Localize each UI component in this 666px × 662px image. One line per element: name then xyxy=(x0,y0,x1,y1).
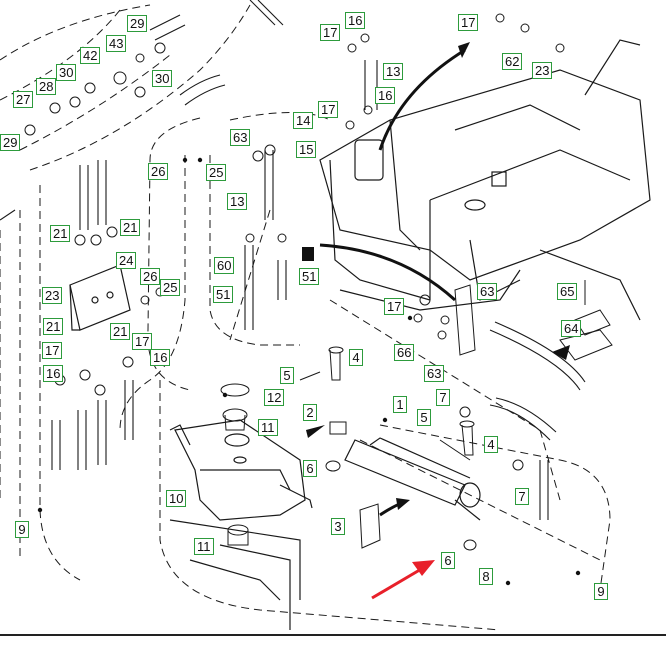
callout-label: 23 xyxy=(42,287,63,304)
callout-label: 63 xyxy=(424,365,445,382)
callout-arrows xyxy=(319,48,466,517)
callout-label: 43 xyxy=(106,35,127,52)
callout-label: 11 xyxy=(258,419,278,436)
callout-label: 17 xyxy=(458,14,479,31)
coupling-assembly xyxy=(454,280,613,361)
callout-label: 60 xyxy=(214,257,235,274)
callout-label: 21 xyxy=(50,225,71,242)
callout-label: 64 xyxy=(561,320,582,337)
callout-label: 14 xyxy=(293,112,314,129)
callout-label: 28 xyxy=(36,78,57,95)
callout-label: 2 xyxy=(303,404,317,421)
callout-label: 5 xyxy=(280,367,294,384)
callout-label: 7 xyxy=(515,488,529,505)
callout-label: 4 xyxy=(484,436,498,453)
hoses xyxy=(0,0,586,520)
callout-label: 65 xyxy=(557,283,578,300)
callout-label: 12 xyxy=(264,389,285,406)
callout-label: 6 xyxy=(441,552,455,569)
callout-label: 13 xyxy=(383,63,404,80)
callout-label: 7 xyxy=(436,389,450,406)
pins-and-bushings xyxy=(220,346,477,551)
leader-dots xyxy=(37,157,581,586)
highlight-arrow xyxy=(371,560,435,600)
callout-label: 17 xyxy=(132,333,153,350)
callout-label: 8 xyxy=(479,568,493,585)
callout-label: 25 xyxy=(206,164,227,181)
callout-label: 11 xyxy=(194,538,214,555)
callout-label: 4 xyxy=(349,349,363,366)
callout-label: 26 xyxy=(148,163,169,180)
callout-label: 17 xyxy=(384,298,405,315)
callout-label: 21 xyxy=(110,323,131,340)
callout-label: 16 xyxy=(375,87,396,104)
callout-label: 1 xyxy=(393,396,407,413)
callout-label: 21 xyxy=(43,318,64,335)
callout-label: 63 xyxy=(477,283,498,300)
hydraulic-cylinder xyxy=(344,437,481,521)
callout-label: 9 xyxy=(15,521,29,538)
callout-label: 24 xyxy=(116,252,137,269)
callout-label: 21 xyxy=(120,219,141,236)
callout-label: 62 xyxy=(502,53,523,70)
callout-label: 16 xyxy=(150,349,171,366)
callout-label: 63 xyxy=(230,129,251,146)
callout-label: 29 xyxy=(127,15,148,32)
callout-label: 5 xyxy=(417,409,431,426)
valve-block xyxy=(69,264,131,331)
callout-label: 10 xyxy=(166,490,187,507)
callout-label: 17 xyxy=(320,24,341,41)
callout-label: 27 xyxy=(13,91,34,108)
callout-label: 9 xyxy=(594,583,608,600)
callout-label: 51 xyxy=(213,286,234,303)
callout-label: 13 xyxy=(227,193,248,210)
frame-body xyxy=(319,39,651,321)
callout-label: 3 xyxy=(331,518,345,535)
callout-label: 23 xyxy=(532,62,553,79)
callout-label: 6 xyxy=(303,460,317,477)
callout-label: 30 xyxy=(56,64,77,81)
callout-label: 25 xyxy=(160,279,181,296)
callout-label: 17 xyxy=(42,342,63,359)
callout-label: 16 xyxy=(43,365,64,382)
callout-label: 42 xyxy=(80,47,101,64)
dashed-leaders xyxy=(0,4,611,631)
bottom-rule xyxy=(0,634,666,636)
callout-label: 15 xyxy=(296,141,317,158)
callout-label: 66 xyxy=(394,344,415,361)
callout-label: 29 xyxy=(0,134,21,151)
callout-label: 51 xyxy=(299,268,320,285)
callout-label: 26 xyxy=(140,268,161,285)
callout-label: 17 xyxy=(318,101,339,118)
arrow-heads xyxy=(302,42,570,510)
callout-label: 30 xyxy=(152,70,173,87)
callout-label: 16 xyxy=(345,12,366,29)
